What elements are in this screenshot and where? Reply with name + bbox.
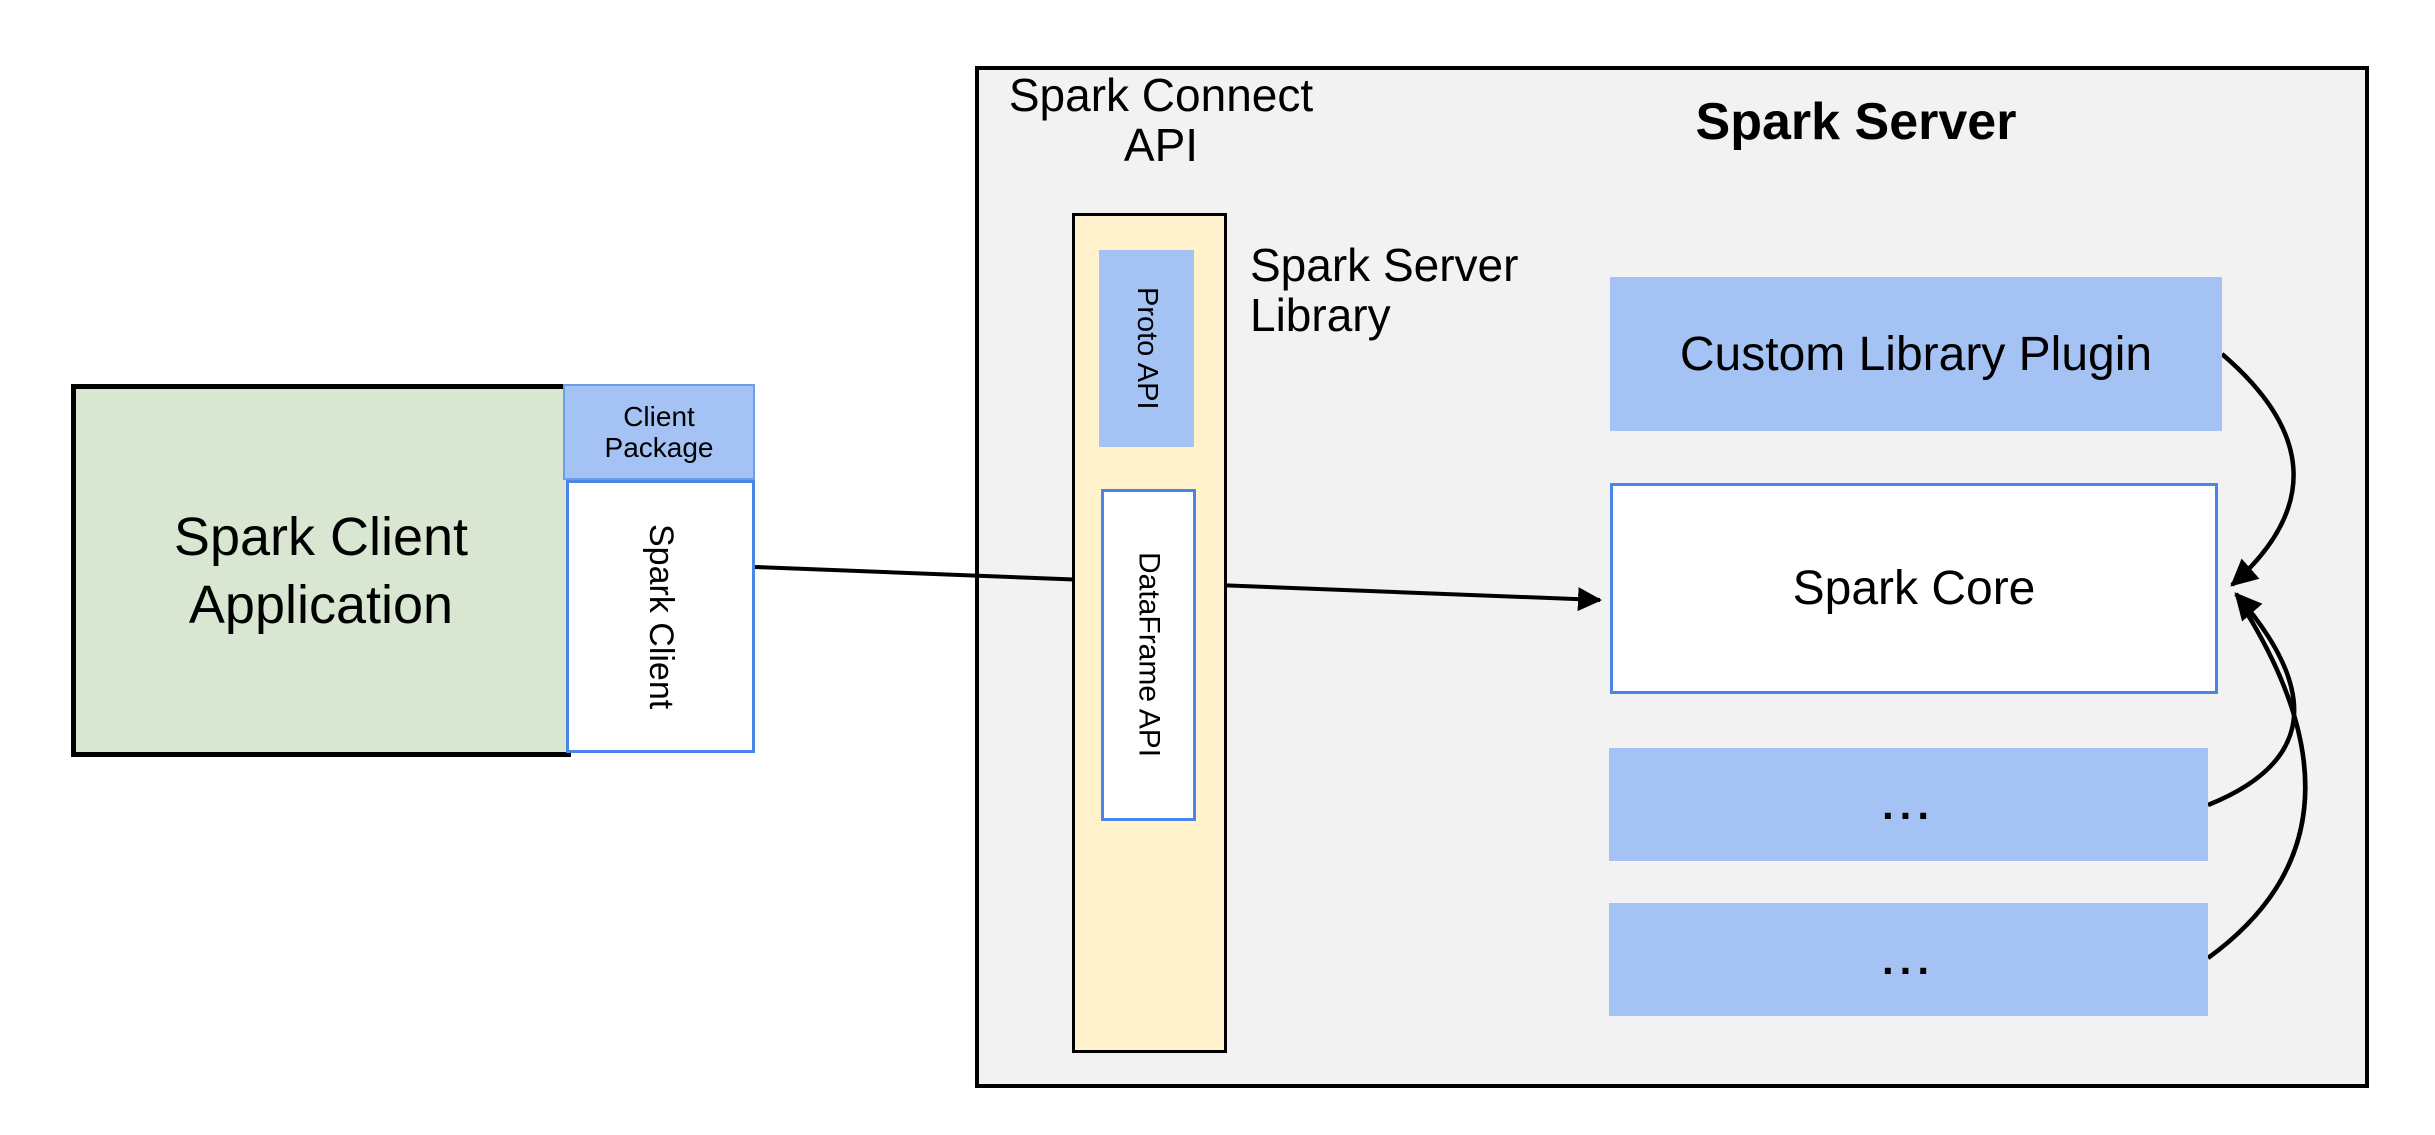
spark-server-library-label: Spark Server Library xyxy=(1250,239,1519,341)
spark-core-label: Spark Core xyxy=(1792,562,2036,615)
client-package-label: Client Package xyxy=(604,401,714,463)
custom-library-plugin-label: Custom Library Plugin xyxy=(1679,327,2153,381)
client-package-box: Client Package xyxy=(563,384,755,480)
dataframe-api-label: DataFrame API xyxy=(1132,552,1166,758)
custom-library-plugin-box: Custom Library Plugin xyxy=(1610,277,2222,431)
spark-client-application-box: Spark Client Application xyxy=(71,384,571,757)
ellipsis-label-2: ... xyxy=(1881,935,1935,983)
server-module-placeholder-2: ... xyxy=(1609,903,2208,1016)
spark-server-title: Spark Server xyxy=(1695,93,2017,151)
proto-api-label: Proto API xyxy=(1131,287,1163,410)
dataframe-api-box: DataFrame API xyxy=(1101,489,1196,821)
spark-core-box: Spark Core xyxy=(1610,483,2218,694)
spark-client-box: Spark Client xyxy=(566,480,755,753)
spark-client-application-label: Spark Client Application xyxy=(173,506,469,635)
spark-connect-api-label: Spark Connect API xyxy=(1008,69,1314,171)
spark-client-label: Spark Client xyxy=(642,523,680,710)
ellipsis-label-1: ... xyxy=(1881,780,1935,828)
proto-api-box: Proto API xyxy=(1099,250,1194,447)
server-module-placeholder-1: ... xyxy=(1609,748,2208,861)
